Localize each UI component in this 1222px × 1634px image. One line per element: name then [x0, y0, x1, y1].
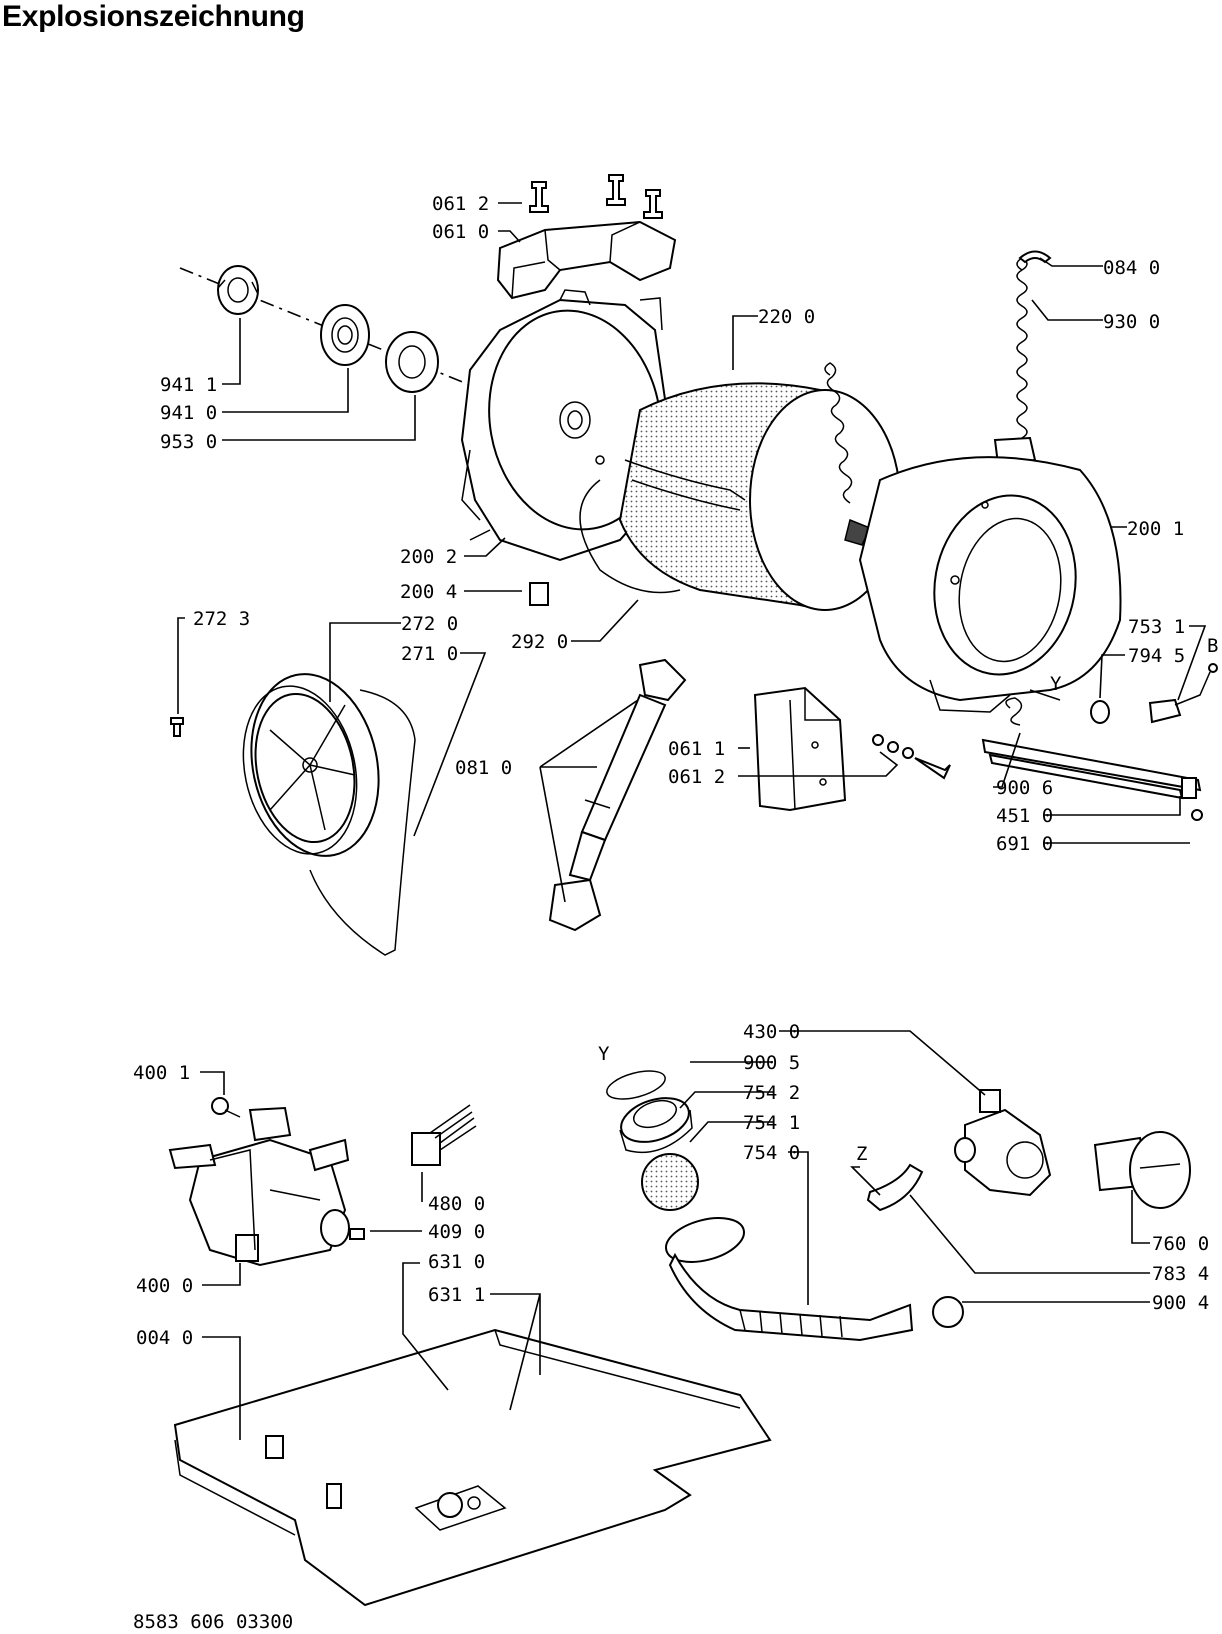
page-title: Explosionszeichnung: [2, 0, 305, 33]
connector-4800: [411, 1104, 477, 1166]
drum-pulley-2720: [242, 673, 380, 857]
hook-0840: [1018, 250, 1052, 264]
label-0040: 004 0: [136, 1327, 193, 1349]
clamp-9004: [932, 1296, 964, 1328]
label-2200: 220 0: [758, 306, 815, 328]
label-9530: 953 0: [160, 431, 217, 453]
label-2723: 272 3: [193, 608, 250, 630]
marker-b: B: [1207, 635, 1218, 657]
label-0612-mid: 061 2: [668, 766, 725, 788]
label-7542: 754 2: [743, 1082, 800, 1104]
hose-7834: [866, 1163, 924, 1212]
label-7531: 753 1: [1128, 616, 1185, 638]
label-2920: 292 0: [511, 631, 568, 653]
washer-bolt-0612: [872, 734, 951, 780]
drive-belt-2710: [309, 689, 416, 956]
label-0610: 061 0: [432, 221, 489, 243]
label-7945: 794 5: [1128, 645, 1185, 667]
front-tub-2001: [858, 456, 1122, 713]
label-0611: 061 1: [668, 738, 725, 760]
clip-2004: [529, 582, 549, 606]
screw-2723: [170, 717, 184, 737]
nut-6910: [1191, 809, 1203, 821]
label-2002: 200 2: [400, 546, 457, 568]
label-4001: 400 1: [133, 1062, 190, 1084]
label-7600: 760 0: [1152, 1233, 1209, 1255]
label-0612-top: 061 2: [432, 193, 489, 215]
top-counterweight-0610: [496, 220, 677, 300]
label-9005: 900 5: [743, 1052, 800, 1074]
bracket-0612-top: [529, 174, 663, 219]
bearing-9411: [217, 265, 259, 315]
ball-7541: [641, 1153, 699, 1211]
label-9410: 941 0: [160, 402, 217, 424]
shock-absorber-0810: [548, 658, 687, 932]
marker-y-upper: Y: [1050, 673, 1062, 695]
label-7834: 783 4: [1152, 1263, 1209, 1285]
filter-7600: [1093, 1131, 1191, 1209]
seal-9530: [385, 331, 439, 393]
label-6311: 631 1: [428, 1284, 485, 1306]
marker-y-lower: Y: [598, 1043, 610, 1065]
bearing-9410: [320, 304, 370, 366]
label-4000: 400 0: [136, 1275, 193, 1297]
label-7540: 754 0: [743, 1142, 800, 1164]
label-2004: 200 4: [400, 581, 457, 603]
clip-4090: [349, 1228, 365, 1240]
label-2710: 271 0: [401, 643, 458, 665]
label-6310: 631 0: [428, 1251, 485, 1273]
label-9004: 900 4: [1152, 1292, 1209, 1314]
bush-7945: [1090, 700, 1110, 724]
document-number: 8583 606 03300: [133, 1611, 293, 1633]
label-4300: 430 0: [743, 1021, 800, 1043]
label-9300: 930 0: [1103, 311, 1160, 333]
part-labels: 061 2 061 0 084 0 220 0 930 0 941 1 941 …: [133, 193, 1218, 1633]
tub-gasket-2920: [579, 479, 681, 594]
label-4090: 409 0: [428, 1221, 485, 1243]
label-0810: 081 0: [455, 757, 512, 779]
ring-7542: [619, 1097, 693, 1154]
label-0840: 084 0: [1103, 257, 1160, 279]
clip-9006: [1005, 697, 1023, 726]
drum-2200: [618, 382, 901, 611]
clamp-9005: [606, 1070, 666, 1100]
label-4510: 451 0: [996, 805, 1053, 827]
heater-4510: [981, 738, 1202, 800]
label-6910: 691 0: [996, 833, 1053, 855]
base-plate-0040: [173, 1328, 772, 1607]
spring-9300: [993, 257, 1037, 466]
drain-hose-7540: [665, 1217, 914, 1342]
sensor-7531: [1148, 663, 1218, 724]
spring-930-left: [824, 362, 872, 546]
label-2001: 200 1: [1127, 518, 1184, 540]
label-9411: 941 1: [160, 374, 217, 396]
label-9006: 900 6: [996, 777, 1053, 799]
label-2720: 272 0: [401, 613, 458, 635]
label-7541: 754 1: [743, 1112, 800, 1134]
drain-pump-4300: [954, 1089, 1052, 1197]
leader-lines: [177, 202, 1207, 1440]
rear-tub-2002: [460, 289, 670, 562]
motor-4000: [168, 1106, 350, 1267]
marker-z: Z: [856, 1143, 867, 1165]
plug-4001: [211, 1097, 241, 1118]
front-counterweight-0611: [753, 686, 847, 812]
label-4800: 480 0: [428, 1193, 485, 1215]
